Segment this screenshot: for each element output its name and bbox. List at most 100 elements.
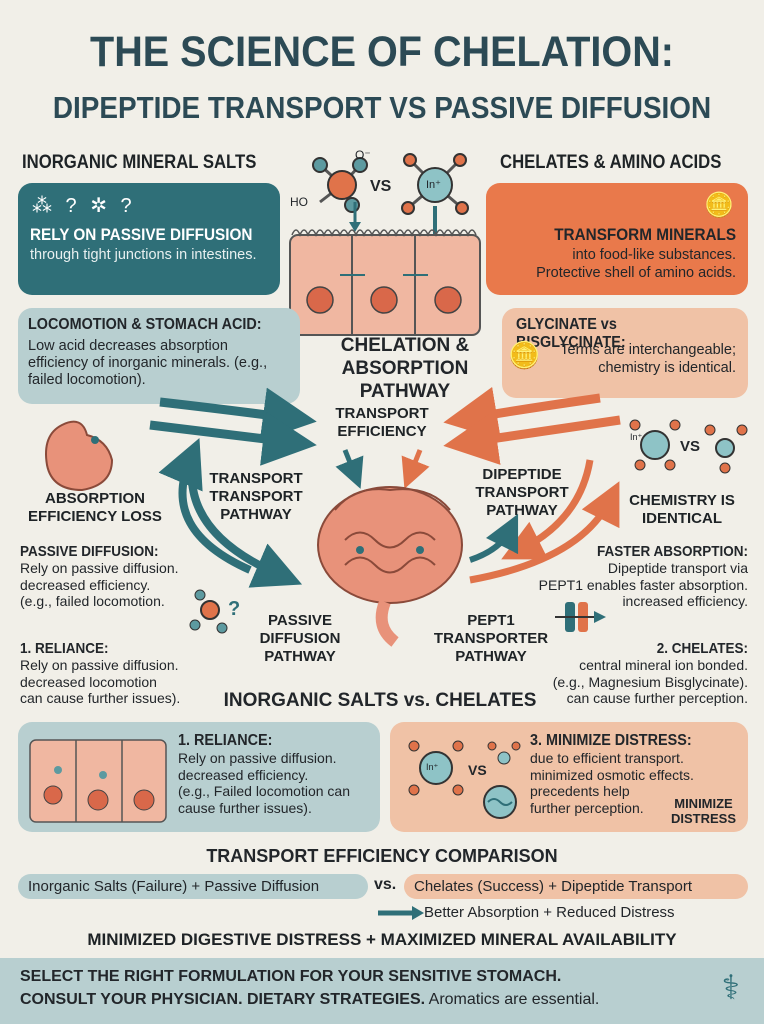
inorganic-pill: Inorganic Salts (Failure) + Passive Diff… bbox=[18, 874, 368, 899]
ion-label: In⁺ bbox=[426, 179, 441, 191]
reliance-box: 1. RELIANCE: Rely on passive diffusion. … bbox=[18, 722, 380, 832]
transport-pathway-3: PATHWAY bbox=[220, 506, 292, 523]
chelates-note: 2. CHELATES: central mineral ion bonded.… bbox=[530, 640, 748, 707]
footer-bar: SELECT THE RIGHT FORMULATION FOR YOUR SE… bbox=[0, 958, 764, 1024]
distress-2: minimized osmotic effects. bbox=[530, 766, 694, 783]
reliance-box-1: Rely on passive diffusion. bbox=[178, 750, 337, 766]
reliance-note: 1. RELIANCE: Rely on passive diffusion. … bbox=[20, 640, 240, 707]
distress-1: due to efficient transport. bbox=[530, 750, 684, 766]
passive-pathway-1: PASSIVE bbox=[268, 612, 332, 629]
right-header: CHELATES & AMINO ACIDS bbox=[500, 152, 722, 173]
caduceus-icon: ⚕ bbox=[721, 969, 740, 1007]
transporter-icon bbox=[555, 602, 606, 632]
passive-note-head: PASSIVE DIFFUSION: bbox=[20, 543, 159, 560]
reliance-note-head: 1. RELIANCE: bbox=[20, 640, 109, 657]
passive-diffusion-box: ⁂ ? ✲ ? RELY ON PASSIVE DIFFUSION throug… bbox=[18, 183, 280, 295]
transport-pathway-1: TRANSPORT bbox=[209, 470, 303, 487]
reliance-note-3: can cause further issues). bbox=[20, 690, 181, 706]
footer-line-2: CONSULT YOUR PHYSICIAN. DIETARY STRATEGI… bbox=[20, 991, 599, 1009]
dipeptide-pathway-1: DIPEPTIDE bbox=[482, 466, 562, 483]
footer-line-2-rest: Aromatics are essential. bbox=[425, 991, 600, 1008]
pept1-pathway-1: PEPT1 bbox=[467, 612, 515, 629]
passive-diffusion-note: PASSIVE DIFFUSION: Rely on passive diffu… bbox=[20, 543, 230, 610]
dipeptide-pathway-3: PATHWAY bbox=[486, 502, 558, 519]
transport-pathway-label: TRANSPORT TRANSPORT PATHWAY bbox=[196, 470, 316, 524]
absorption-loss-2: EFFICIENCY LOSS bbox=[28, 508, 162, 525]
tag-1: MINIMIZE bbox=[674, 796, 733, 811]
passive-note-3: (e.g., failed locomotion. bbox=[20, 593, 165, 609]
glycinate-body-2: chemistry is identical. bbox=[598, 360, 736, 376]
coins-icon: 🪙 bbox=[704, 192, 734, 219]
passive-note-2: decreased efficiency. bbox=[20, 576, 151, 593]
passive-pathway-label: PASSIVE DIFFUSION PATHWAY bbox=[245, 612, 355, 666]
passive-box-body: through tight junctions in intestines. bbox=[30, 247, 257, 263]
faster-head: FASTER ABSORPTION: bbox=[596, 543, 748, 560]
chelate-molecule-icon bbox=[401, 153, 469, 215]
molecule-question-icon: ? bbox=[189, 589, 240, 634]
left-header: INORGANIC MINERAL SALTS bbox=[22, 152, 257, 173]
glycinate-head: GLYCINATE vs BISGLYCINATE: bbox=[516, 316, 626, 351]
locomotion-body: Low acid decreases absorption efficiency… bbox=[28, 338, 268, 388]
distress-head: 3. MINIMIZE DISTRESS: bbox=[530, 732, 692, 749]
locomotion-head: LOCOMOTION & STOMACH ACID: bbox=[28, 316, 262, 333]
result-arrow-icon bbox=[378, 906, 424, 920]
comparison-result: Better Absorption + Reduced Distress bbox=[424, 904, 675, 921]
chelates-note-3: can cause further perception. bbox=[566, 690, 748, 706]
faster-2: PEPT1 enables faster absorption. bbox=[538, 576, 748, 593]
summary-line: MINIMIZED DIGESTIVE DISTRESS + MAXIMIZED… bbox=[87, 930, 677, 949]
passive-note-1: Rely on passive diffusion. bbox=[20, 560, 179, 576]
reliance-note-2: decreased locomotion bbox=[20, 673, 157, 690]
chemistry-identical-1: CHEMISTRY IS bbox=[629, 492, 735, 509]
faster-1: Dipeptide transport via bbox=[607, 560, 748, 576]
reliance-box-head: 1. RELIANCE: bbox=[178, 732, 273, 749]
absorption-loss-1: ABSORPTION bbox=[44, 490, 145, 507]
center-title-2: ABSORPTION PATHWAY bbox=[341, 358, 469, 402]
chelates-note-2: (e.g., Magnesium Bisglycinate). bbox=[552, 673, 748, 690]
glycinate-body-1: Terms are interchangeable; bbox=[560, 342, 736, 358]
minimize-distress-tag: MINIMIZE DISTRESS bbox=[671, 796, 736, 826]
glycinate-box: GLYCINATE vs BISGLYCINATE: 🪙 Terms are i… bbox=[502, 308, 748, 398]
distress-text: 3. MINIMIZE DISTRESS: due to efficient t… bbox=[530, 732, 710, 816]
pathway-arrows: ? bbox=[45, 386, 748, 647]
coin-stack-icon: 🪙 bbox=[508, 340, 541, 370]
reliance-box-4: cause further issues). bbox=[178, 799, 312, 816]
transform-box-body-1: into food-like substances. bbox=[572, 247, 736, 263]
absorption-loss-label: ABSORPTION EFFICIENCY LOSS bbox=[20, 490, 170, 526]
top-vs: VS bbox=[370, 178, 392, 195]
title-line-1: THE SCIENCE OF CHELATION: bbox=[90, 28, 674, 76]
comparison-heading: TRANSPORT EFFICIENCY COMPARISON bbox=[206, 846, 558, 866]
title-line-2: DIPEPTIDE TRANSPORT VS PASSIVE DIFFUSION bbox=[52, 90, 712, 125]
top-illustration bbox=[289, 153, 481, 336]
transform-minerals-box: 🪙 TRANSFORM MINERALS into food-like subs… bbox=[486, 183, 748, 295]
distress-vs: VS bbox=[468, 762, 487, 778]
reliance-box-2: decreased efficiency. bbox=[178, 766, 309, 783]
chelates-note-1: central mineral ion bonded. bbox=[579, 657, 748, 673]
transform-box-body-2: Protective shell of amino acids. bbox=[536, 265, 736, 281]
passive-box-head: RELY ON PASSIVE DIFFUSION bbox=[30, 225, 253, 244]
stomach-icon bbox=[45, 420, 114, 492]
passive-pathway-2: DIFFUSION bbox=[259, 630, 341, 647]
chemistry-molecules-icon bbox=[629, 419, 748, 474]
reliance-box-text: 1. RELIANCE: Rely on passive diffusion. … bbox=[178, 732, 350, 816]
footer-line-2-bold: CONSULT YOUR PHYSICIAN. DIETARY STRATEGI… bbox=[20, 991, 426, 1008]
distress-molecules-icon bbox=[408, 740, 521, 819]
tag-2: DISTRESS bbox=[670, 811, 736, 826]
reliance-box-3: (e.g., Failed locomotion can bbox=[178, 783, 350, 799]
chemistry-identical-label: CHEMISTRY IS IDENTICAL bbox=[612, 492, 752, 528]
cells-icon bbox=[29, 739, 167, 823]
transport-efficiency-1: TRANSPORT bbox=[335, 405, 429, 422]
mid-heading: INORGANIC SALTS vs. CHELATES bbox=[223, 690, 537, 711]
pept1-pathway-3: PATHWAY bbox=[455, 648, 527, 665]
faster-3: increased efficiency. bbox=[622, 593, 748, 609]
faster-absorption-note: FASTER ABSORPTION: Dipeptide transport v… bbox=[520, 543, 748, 610]
ho-label: HO bbox=[290, 195, 308, 209]
intestinal-cells-icon bbox=[289, 229, 481, 336]
center-title: CHELATION & ABSORPTION PATHWAY bbox=[300, 334, 510, 403]
distress-3: precedents help bbox=[530, 783, 630, 799]
chemistry-identical-2: IDENTICAL bbox=[642, 510, 722, 527]
chem-vs: VS bbox=[680, 438, 701, 455]
transport-efficiency-2: EFFICIENCY bbox=[337, 423, 427, 440]
o-minus-label: O⁻ bbox=[355, 148, 371, 162]
chelates-pill: Chelates (Success) + Dipeptide Transport bbox=[404, 874, 748, 899]
locomotion-box: LOCOMOTION & STOMACH ACID: Low acid decr… bbox=[18, 308, 300, 404]
